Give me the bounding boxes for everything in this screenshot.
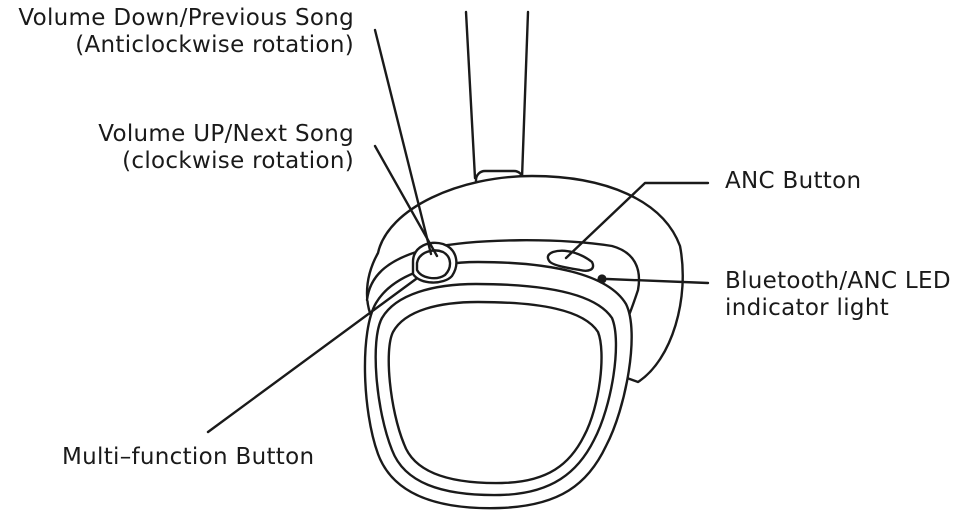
anc-button-shape bbox=[546, 249, 595, 272]
label-volume-up-line2: (clockwise rotation) bbox=[122, 148, 354, 174]
leader-led bbox=[605, 277, 710, 285]
leader-volume-up bbox=[373, 144, 439, 258]
ear-pad bbox=[387, 300, 603, 485]
label-volume-down: Volume Down/Previous Song (Anticlockwise… bbox=[18, 5, 354, 59]
label-volume-down-line2: (Anticlockwise rotation) bbox=[75, 32, 354, 58]
label-volume-up: Volume UP/Next Song (clockwise rotation) bbox=[98, 121, 354, 175]
multi-function-dial bbox=[411, 241, 458, 284]
label-anc-button: ANC Button bbox=[725, 168, 861, 195]
ear-cushion-inner-ring bbox=[374, 282, 618, 497]
label-volume-up-line1: Volume UP/Next Song bbox=[98, 121, 354, 147]
label-anc-button-line1: ANC Button bbox=[725, 168, 862, 194]
label-multi-function: Multi–function Button bbox=[62, 444, 314, 471]
leader-volume-down bbox=[373, 28, 433, 256]
leader-anc bbox=[564, 181, 710, 260]
label-multi-function-line1: Multi–function Button bbox=[62, 444, 315, 470]
label-led-line1: Bluetooth/ANC LED bbox=[725, 268, 951, 294]
label-led-indicator: Bluetooth/ANC LED indicator light bbox=[725, 268, 951, 322]
label-led-line2: indicator light bbox=[725, 295, 890, 321]
led-indicator-dot bbox=[597, 274, 607, 284]
label-volume-down-line1: Volume Down/Previous Song bbox=[18, 5, 354, 31]
leader-multi-function bbox=[206, 277, 418, 434]
ear-cushion-outer bbox=[363, 260, 633, 510]
